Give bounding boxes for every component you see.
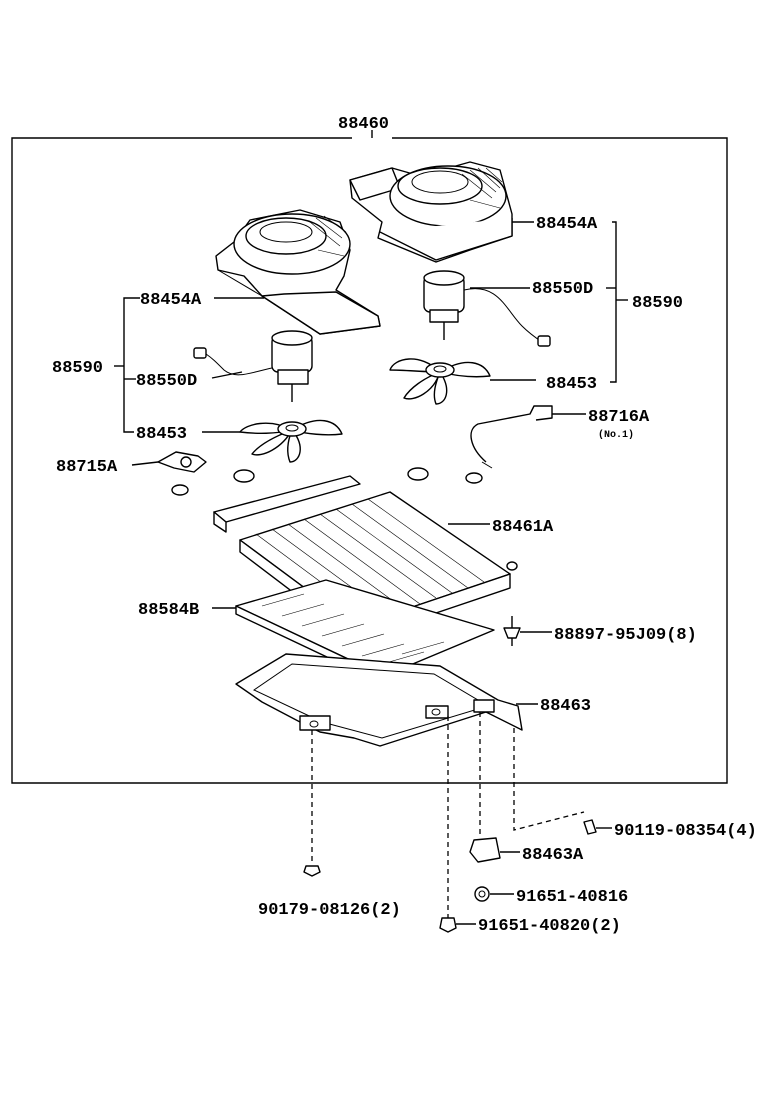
blower-fan-left[interactable] [239,419,343,463]
nut-lower[interactable] [303,865,321,877]
blower-motor-right[interactable] [423,270,551,347]
label-90179-08126[interactable]: 90179-08126(2) [258,901,401,920]
label-88461A[interactable]: 88461A [492,518,554,537]
label-88463A[interactable]: 88463A [522,846,584,865]
label-88716A[interactable]: 88716A [588,408,650,427]
label-88716A-note: (No.1) [598,429,634,441]
bracket[interactable] [469,837,501,863]
thermistor[interactable] [470,405,553,469]
label-88550D-left[interactable]: 88550D [136,372,197,391]
blower-case-right[interactable] [349,161,513,263]
sensor-clip[interactable] [157,451,207,473]
nut-bracket[interactable] [474,886,490,902]
label-assembly[interactable]: 88460 [338,115,389,134]
label-88454A-right[interactable]: 88454A [536,215,598,234]
mounting-rail[interactable] [213,475,361,533]
label-88454A-left[interactable]: 88454A [140,291,202,310]
label-88590-right[interactable]: 88590 [632,294,683,313]
blower-case-left[interactable] [215,209,381,335]
core-bolt[interactable] [503,616,521,646]
frame-bolt[interactable] [583,819,597,835]
label-88453-left[interactable]: 88453 [136,425,187,444]
label-88584B[interactable]: 88584B [138,601,199,620]
label-90119-08354[interactable]: 90119-08354(4) [614,822,757,841]
label-88463[interactable]: 88463 [540,697,591,716]
label-88715A[interactable]: 88715A [56,458,118,477]
label-88453-right[interactable]: 88453 [546,375,597,394]
blower-motor-left[interactable] [193,330,313,402]
frame[interactable] [235,653,523,747]
label-88897-95J09[interactable]: 88897-95J09(8) [554,626,697,645]
label-91651-40816[interactable]: 91651-40816 [516,888,628,907]
label-91651-40820[interactable]: 91651-40820(2) [478,917,621,936]
fastener-leaders [311,712,585,918]
small-clips [171,467,518,571]
bolt-bracket[interactable] [439,917,457,933]
assembly-boundary [11,130,728,784]
label-88590-left[interactable]: 88590 [52,359,103,378]
blower-fan-right[interactable] [389,358,491,405]
label-88550D-right[interactable]: 88550D [532,280,593,299]
